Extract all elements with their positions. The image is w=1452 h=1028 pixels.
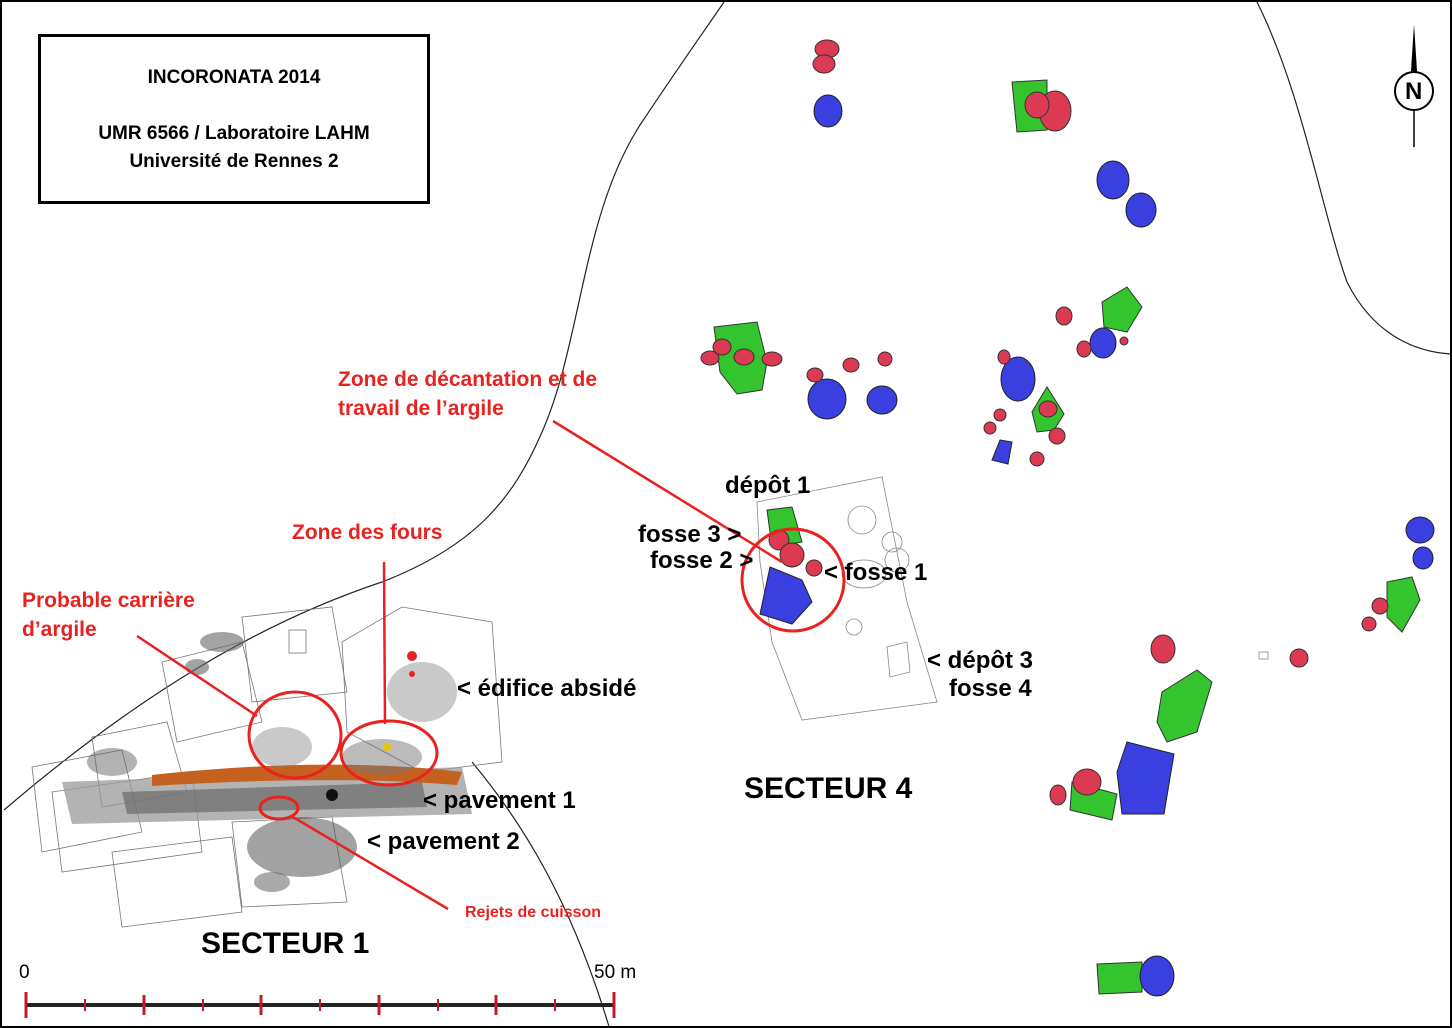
north-letter: N (1405, 78, 1423, 105)
label-depot-1: dépôt 1 (725, 472, 811, 499)
scale-label-start: 0 (19, 962, 30, 983)
label-rejets-cuisson: Rejets de cuisson (465, 904, 602, 921)
label-pavement-2: < pavement 2 (367, 828, 520, 855)
title-line-1: INCORONATA 2014 (147, 67, 321, 88)
title-line-3: Université de Rennes 2 (129, 151, 339, 172)
label-depot-3: < dépôt 3 (927, 647, 1034, 674)
label-zone-decantation-1: Zone de décantation et de (338, 368, 598, 391)
label-zone-fours: Zone des fours (292, 521, 443, 544)
label-fosse-4: fosse 4 (949, 675, 1032, 702)
label-zone-decantation-2: travail de l’argile (338, 397, 504, 420)
scale-bar (24, 992, 616, 1018)
label-secteur-4: SECTEUR 4 (744, 772, 913, 805)
label-pavement-1: < pavement 1 (423, 787, 576, 814)
label-secteur-1: SECTEUR 1 (201, 927, 370, 960)
title-line-2: UMR 6566 / Laboratoire LAHM (98, 123, 370, 144)
label-carriere-1: Probable carrière (22, 589, 195, 612)
contour-line-lower (471, 761, 610, 1026)
scale-label-end: 50 m (594, 962, 637, 983)
red-pits (700, 39, 1389, 806)
label-edifice-abside: < édifice absidé (457, 675, 637, 702)
label-fosse-1: < fosse 1 (824, 559, 928, 586)
highlight-circles (247, 527, 846, 821)
secteur4-trenches (756, 476, 1269, 721)
label-fosse-3: fosse 3 > (638, 521, 742, 548)
contour-line-upper-right (1256, 2, 1450, 355)
label-carriere-2: d’argile (22, 618, 97, 641)
blue-pits (759, 94, 1435, 997)
title-box: INCORONATA 2014 UMR 6566 / Laboratoire L… (38, 34, 430, 204)
label-fosse-2: fosse 2 > (650, 547, 754, 574)
north-arrow-icon (1394, 24, 1434, 147)
contour-line-upper (3, 2, 725, 811)
leader-lines (136, 419, 783, 911)
